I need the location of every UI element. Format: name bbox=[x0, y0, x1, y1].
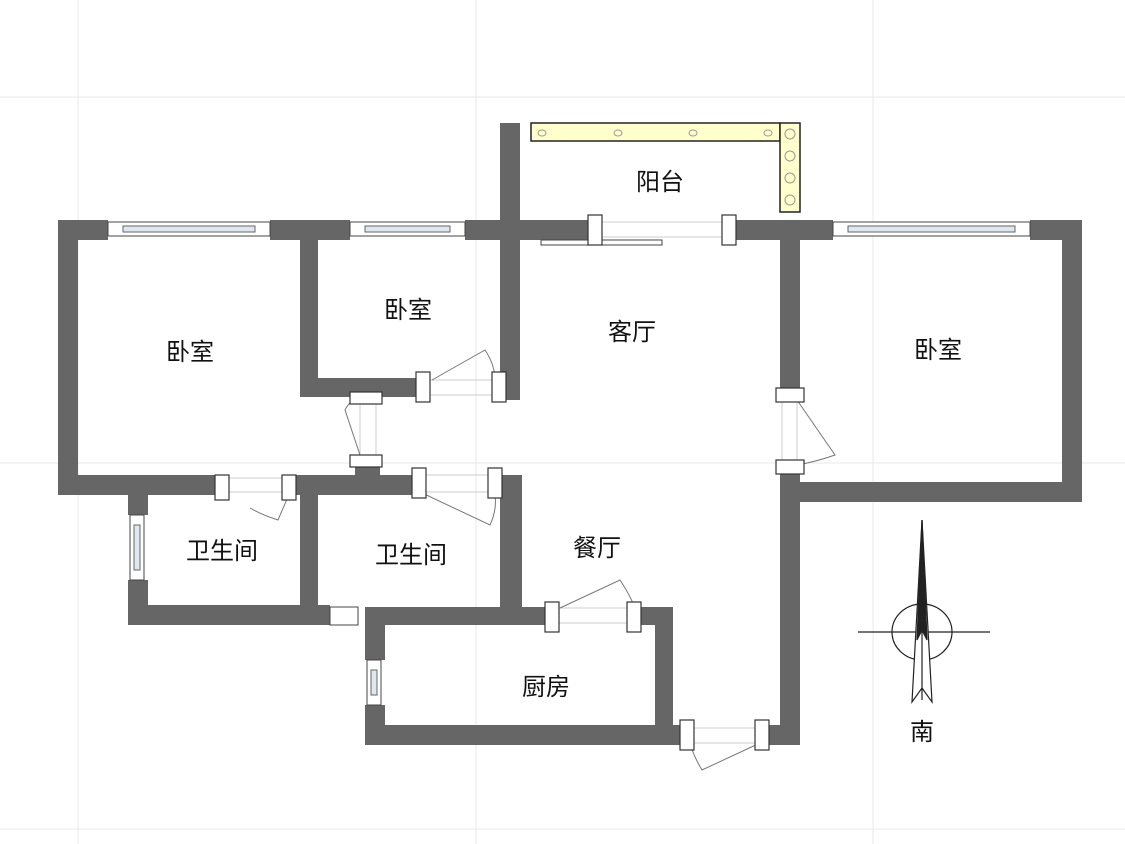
door-jamb bbox=[754, 719, 770, 751]
walls bbox=[58, 123, 1082, 745]
wall bbox=[365, 607, 550, 625]
window-glass bbox=[370, 669, 378, 696]
room-label-balcony: 阳台 bbox=[636, 168, 684, 196]
door-jamb bbox=[415, 371, 431, 403]
window-glass bbox=[847, 225, 1016, 233]
door-frame bbox=[359, 397, 377, 455]
wall bbox=[128, 475, 148, 515]
compass-label: 南 bbox=[910, 718, 934, 746]
door-jamb bbox=[626, 601, 642, 633]
door-jamb bbox=[214, 474, 230, 501]
window-glass bbox=[122, 225, 256, 233]
door-frame bbox=[227, 475, 291, 495]
window bbox=[329, 606, 359, 626]
balcony-railing bbox=[530, 122, 801, 213]
compass bbox=[858, 519, 990, 705]
room-label-living-room: 客厅 bbox=[608, 318, 656, 346]
wall bbox=[58, 220, 78, 495]
door-frame bbox=[425, 379, 495, 396]
door-swing bbox=[559, 579, 636, 609]
door-jamb bbox=[491, 371, 507, 403]
door-jamb bbox=[775, 459, 805, 475]
room-label-kitchen: 厨房 bbox=[522, 673, 570, 701]
door-swing bbox=[419, 491, 496, 526]
window-glass bbox=[364, 225, 451, 233]
wall bbox=[365, 705, 385, 745]
door-frame bbox=[690, 727, 760, 744]
door-jamb bbox=[544, 601, 560, 633]
door-frame bbox=[781, 400, 798, 465]
wall bbox=[635, 607, 673, 625]
door-jamb bbox=[721, 214, 737, 246]
door-jamb bbox=[349, 454, 383, 468]
wall bbox=[655, 607, 673, 745]
room-label-dining-room: 餐厅 bbox=[573, 534, 621, 562]
door-jamb bbox=[775, 387, 805, 403]
door-jamb bbox=[349, 391, 383, 405]
room-label-bathroom-left: 卫生间 bbox=[186, 537, 258, 565]
wall bbox=[300, 378, 425, 397]
door-swing bbox=[249, 491, 291, 521]
doors bbox=[214, 214, 836, 771]
wall bbox=[290, 475, 420, 495]
wall bbox=[500, 123, 520, 397]
door-swing bbox=[431, 349, 496, 381]
door-frame bbox=[550, 607, 635, 624]
door-swing bbox=[689, 742, 761, 771]
room-label-bathroom-right: 卫生间 bbox=[375, 541, 447, 569]
wall bbox=[780, 220, 800, 400]
wall bbox=[780, 465, 800, 745]
door-jamb bbox=[487, 467, 503, 499]
door-jamb bbox=[679, 719, 695, 751]
wall bbox=[1062, 220, 1082, 502]
door-jamb bbox=[411, 467, 427, 499]
wall bbox=[780, 482, 1082, 502]
room-label-bedroom-right: 卧室 bbox=[914, 336, 962, 364]
door-frame bbox=[420, 474, 495, 493]
window-glass bbox=[133, 524, 141, 571]
wall bbox=[520, 220, 600, 240]
wall bbox=[760, 725, 800, 745]
door-swing bbox=[344, 396, 361, 456]
wall bbox=[128, 605, 330, 625]
room-label-bedroom-left: 卧室 bbox=[166, 338, 214, 366]
wall bbox=[500, 475, 522, 625]
wall bbox=[365, 607, 385, 660]
room-label-bedroom-small: 卧室 bbox=[384, 296, 432, 324]
wall bbox=[365, 725, 690, 745]
door-jamb bbox=[587, 214, 603, 246]
door-swing bbox=[796, 399, 836, 466]
wall bbox=[270, 220, 350, 240]
door-jamb bbox=[281, 474, 297, 501]
wall bbox=[300, 475, 318, 610]
wall bbox=[300, 240, 318, 397]
door-frame bbox=[600, 221, 730, 238]
